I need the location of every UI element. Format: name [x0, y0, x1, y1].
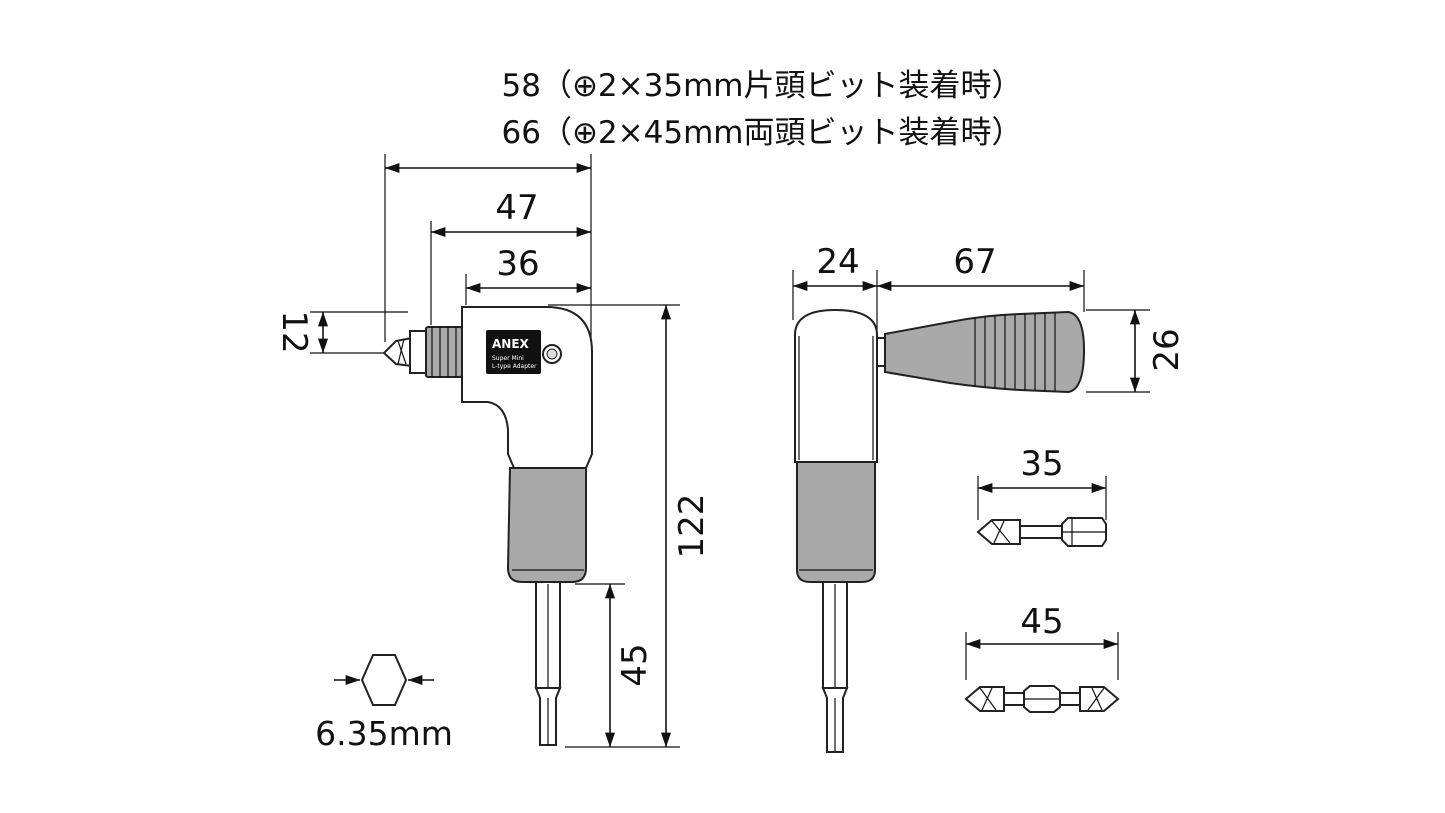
double-end-bit: 45: [964, 602, 1120, 713]
header-line-2: 66（⊕2×45mm両頭ビット装着時）: [502, 115, 1023, 151]
dim-24: 24: [816, 242, 859, 282]
side-head: [794, 308, 878, 463]
front-view: 47 36 12 122 45 ANEX Super Mini L-type A…: [274, 154, 712, 748]
label-brand: ANEX: [492, 337, 530, 351]
single-end-bit: 35: [976, 444, 1107, 547]
dim-45-shank: 45: [615, 643, 655, 686]
side-handle-ribs: [974, 313, 1056, 391]
label-plate: [486, 330, 541, 374]
dim-67: 67: [953, 242, 996, 282]
dim-122: 122: [672, 494, 712, 559]
side-grip: [796, 461, 876, 583]
side-view: 24 67 26: [792, 242, 1187, 753]
hex-section: 6.35mm: [315, 654, 453, 753]
hex-icon: [360, 654, 408, 706]
hex-size-label: 6.35mm: [315, 714, 453, 753]
front-grip: [506, 467, 587, 583]
dim-47: 47: [495, 188, 538, 228]
front-collar: [409, 330, 427, 374]
dim-35-bit: 35: [1020, 444, 1063, 484]
dim-36: 36: [496, 244, 539, 284]
label-line-1: Super Mini: [492, 355, 524, 362]
dim-26: 26: [1147, 328, 1187, 371]
dim-12: 12: [274, 310, 314, 353]
label-line-2: L-type Adapter: [492, 363, 537, 370]
header-line-1: 58（⊕2×35mm片頭ビット装着時）: [502, 68, 1023, 104]
dim-45-bit: 45: [1020, 602, 1063, 642]
